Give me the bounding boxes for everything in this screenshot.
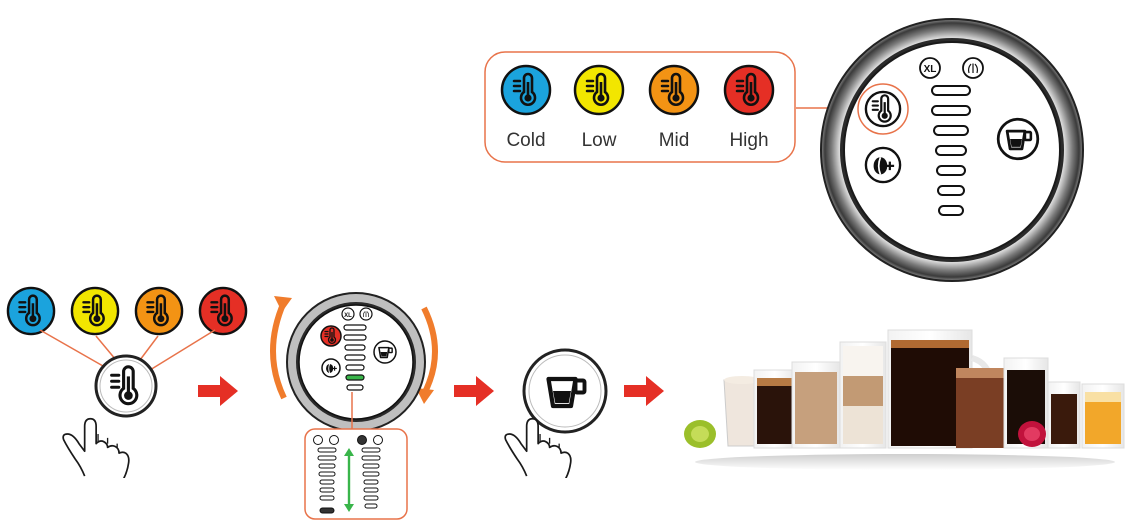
step-arrow-2 bbox=[452, 374, 496, 413]
legend-label-low: Low bbox=[569, 130, 629, 152]
panel-intensity-plus-button[interactable] bbox=[864, 146, 902, 189]
step-arrow-3 bbox=[622, 374, 666, 413]
step1-hand-icon bbox=[56, 392, 142, 483]
small-panel-xl-text: XL bbox=[344, 313, 352, 319]
panel-thermometer-button[interactable] bbox=[864, 90, 902, 133]
step-arrow-1 bbox=[196, 374, 240, 413]
panel-level-bars[interactable] bbox=[928, 84, 976, 229]
legend-cold-icon bbox=[500, 64, 552, 121]
panel-xl-icon[interactable]: XL bbox=[918, 56, 942, 85]
panel-xl-text: XL bbox=[924, 64, 937, 75]
legend-high-icon bbox=[723, 64, 775, 121]
panel-cup-button[interactable] bbox=[996, 117, 1040, 166]
legend-label-cold: Cold bbox=[496, 130, 556, 152]
legend-label-high: High bbox=[719, 130, 779, 152]
level-detail-box bbox=[304, 428, 408, 525]
legend-label-mid: Mid bbox=[644, 130, 704, 152]
coffee-drinks-image bbox=[680, 322, 1129, 477]
step3-hand-icon bbox=[498, 392, 584, 483]
control-panel-small[interactable]: XL bbox=[286, 292, 426, 437]
panel-steam-icon[interactable] bbox=[961, 56, 985, 85]
small-panel-connector bbox=[350, 392, 354, 430]
legend-low-icon bbox=[573, 64, 625, 121]
legend-mid-icon bbox=[648, 64, 700, 121]
